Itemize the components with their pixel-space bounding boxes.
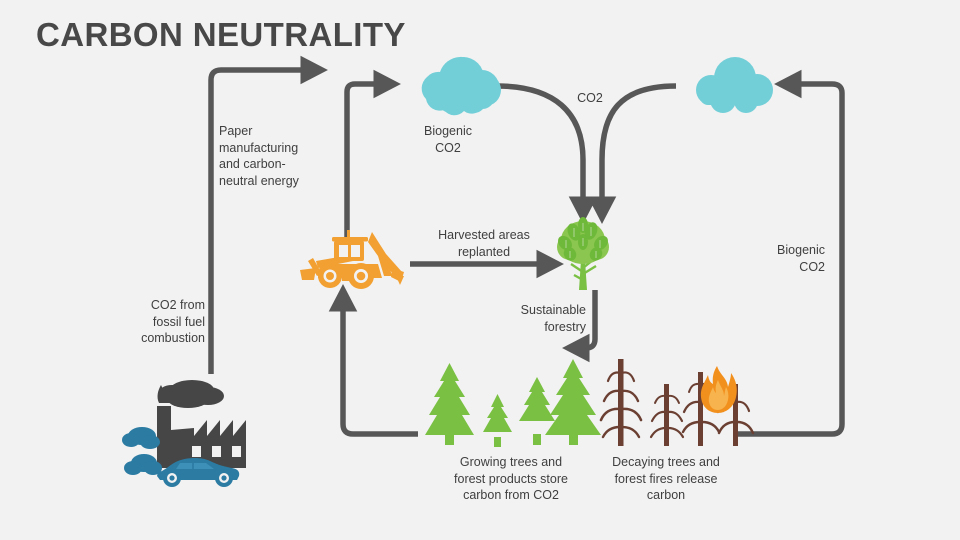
label-biogenic-co2-left: Biogenic CO2 [424, 124, 472, 155]
arrow-sustainable-forestry [562, 290, 598, 363]
flame-icon [700, 366, 737, 413]
page-title: CARBON NEUTRALITY [36, 16, 406, 53]
arrow-cloud-right-to-tree [587, 83, 677, 224]
cloud-icon-right [696, 57, 773, 113]
arrow-factory-to-paper [208, 55, 328, 374]
label-co2-fossil-fuel: CO2 from fossil fuel combustion [141, 298, 205, 345]
label-sustainable-forestry: Sustainable forestry [520, 303, 586, 334]
label-paper-manufacturing: Paper manufacturing and carbon- neutral … [219, 124, 299, 188]
label-harvested-areas-replanted: Harvested areas replanted [438, 228, 530, 259]
leafy-tree-icon [557, 217, 609, 290]
label-co2-center: CO2 [577, 91, 603, 105]
backhoe-loader-icon [300, 230, 404, 289]
label-decaying-trees: Decaying trees and forest fires release … [612, 455, 720, 502]
arrow-dead-trees-to-cloud-right [738, 69, 845, 437]
label-biogenic-co2-right: Biogenic CO2 [777, 243, 825, 274]
factory-and-car-emissions-icon [122, 380, 246, 487]
arrow-cloud-left-to-tree [496, 83, 598, 224]
label-growing-trees: Growing trees and forest products store … [454, 455, 568, 502]
cloud-icon-left [421, 56, 501, 116]
dead-trees-with-fire-icon [599, 359, 755, 446]
pine-forest-icon [425, 359, 601, 447]
arrow-backhoe-to-biogenic-co2 [344, 69, 401, 240]
arrow-pine-forest-to-backhoe [328, 284, 418, 437]
